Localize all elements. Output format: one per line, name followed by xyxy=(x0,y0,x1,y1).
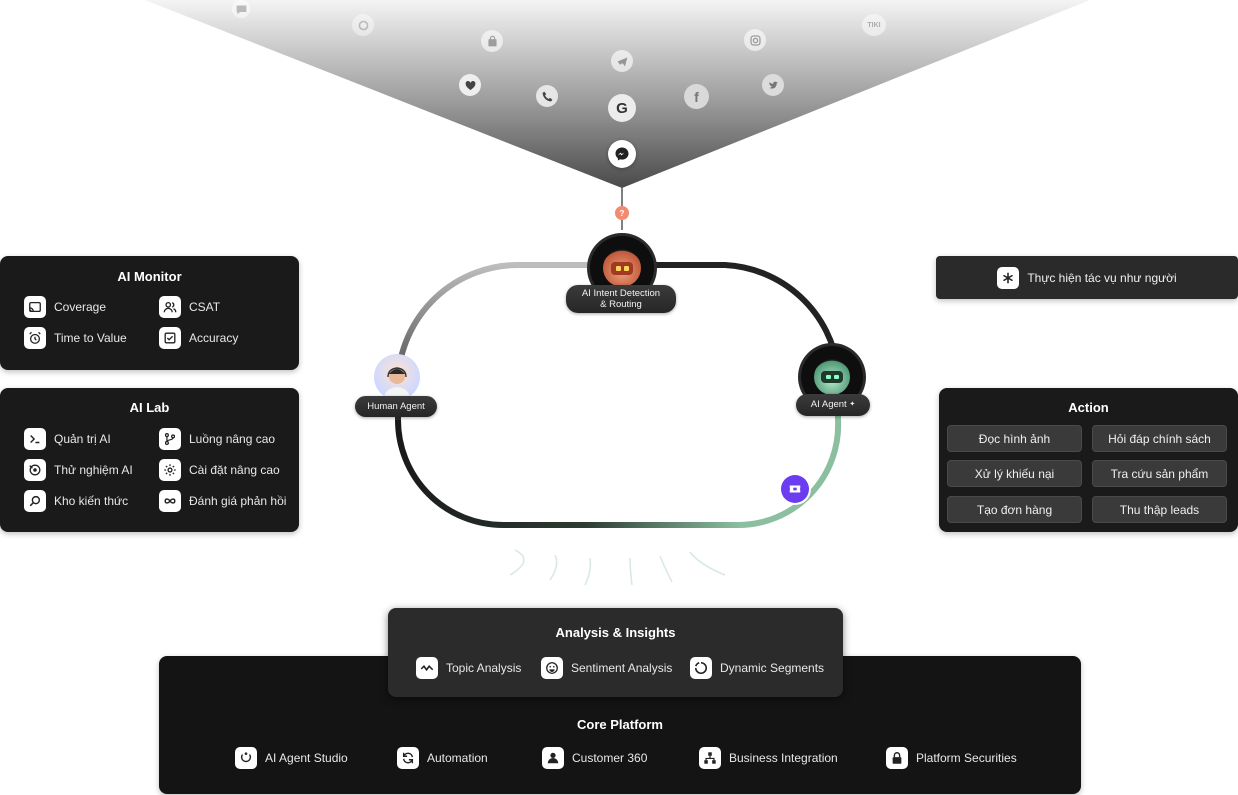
monitor-item-accuracy[interactable]: Accuracy xyxy=(159,327,238,349)
routing-question-badge: ? xyxy=(615,206,629,220)
action-chip-hoi-dap[interactable]: Hỏi đáp chính sách xyxy=(1092,425,1227,452)
ticket-icon xyxy=(781,475,809,503)
telegram-icon xyxy=(611,50,633,72)
checkbox-icon xyxy=(159,327,181,349)
twitter-icon xyxy=(762,74,784,96)
analysis-item-dynamic-segments[interactable]: Dynamic Segments xyxy=(690,657,824,679)
lock-icon xyxy=(886,747,908,769)
person-avatar-icon xyxy=(383,367,411,400)
human-like-task-panel[interactable]: Thực hiện tác vụ như người xyxy=(936,256,1238,299)
lab-item-danh-gia[interactable]: Đánh giá phản hồi xyxy=(159,490,286,512)
human-like-task-label: Thực hiện tác vụ như người xyxy=(1027,270,1177,285)
google-icon: G xyxy=(608,94,636,122)
chat-icon xyxy=(232,0,250,18)
asterisk-icon xyxy=(997,266,1020,289)
terminal-icon xyxy=(24,428,46,450)
monitor-item-time-to-value[interactable]: Time to Value xyxy=(24,327,127,349)
infinity-icon xyxy=(159,490,181,512)
ai-lab-panel: AI Lab Quản trị AI Luồng nâng cao Thử ng… xyxy=(0,388,299,532)
shopping-bag-icon xyxy=(481,30,503,52)
core-item-platform-securities[interactable]: Platform Securities xyxy=(886,747,1017,769)
phone-icon xyxy=(536,85,558,107)
core-platform-title: Core Platform xyxy=(577,717,663,732)
core-item-business-integration[interactable]: Business Integration xyxy=(699,747,838,769)
core-item-automation[interactable]: Automation xyxy=(397,747,488,769)
alarm-clock-icon xyxy=(24,327,46,349)
analysis-item-topic[interactable]: Topic Analysis xyxy=(416,657,521,679)
analysis-insights-panel: Analysis & Insights Topic Analysis Senti… xyxy=(388,608,843,697)
smile-icon xyxy=(541,657,563,679)
core-item-customer-360[interactable]: Customer 360 xyxy=(542,747,647,769)
network-icon xyxy=(699,747,721,769)
lab-item-quan-tri[interactable]: Quản trị AI xyxy=(24,428,111,450)
lab-item-thu-nghiem[interactable]: Thử nghiệm AI xyxy=(24,459,133,481)
instagram-icon xyxy=(744,29,766,51)
ai-agent-label: AI Agent ✦ xyxy=(796,394,870,416)
refresh-icon xyxy=(397,747,419,769)
core-platform-panel: Core Platform AI Agent Studio Automation… xyxy=(159,656,1081,794)
search-icon xyxy=(24,490,46,512)
experiment-icon xyxy=(24,459,46,481)
heart-icon xyxy=(459,74,481,96)
lab-item-cai-dat[interactable]: Cài đặt nâng cao xyxy=(159,459,280,481)
action-chip-tra-cuu[interactable]: Tra cứu sản phẩm xyxy=(1092,460,1227,487)
monitor-item-csat[interactable]: CSAT xyxy=(159,296,220,318)
tiki-icon: TIKI xyxy=(862,14,886,36)
facebook-icon: f xyxy=(684,84,709,109)
action-chip-tao-don[interactable]: Tạo đơn hàng xyxy=(947,496,1082,523)
action-panel: Action Đọc hình ảnh Hỏi đáp chính sách X… xyxy=(939,388,1238,532)
ai-monitor-title: AI Monitor xyxy=(117,269,182,284)
wave-icon xyxy=(416,657,438,679)
lab-item-kho-kien-thuc[interactable]: Kho kiến thức xyxy=(24,490,128,512)
human-agent-label: Human Agent xyxy=(355,396,437,417)
core-item-ai-agent-studio[interactable]: AI Agent Studio xyxy=(235,747,348,769)
messenger-icon xyxy=(608,140,636,168)
cast-icon xyxy=(24,296,46,318)
human-agent-avatar[interactable] xyxy=(374,354,420,400)
circle-icon xyxy=(352,14,374,36)
users-icon xyxy=(159,296,181,318)
sparkle-icon: ✦ xyxy=(849,401,856,408)
robot-green-icon xyxy=(814,359,850,395)
segments-icon xyxy=(690,657,712,679)
analysis-item-sentiment[interactable]: Sentiment Analysis xyxy=(541,657,672,679)
lab-item-luong[interactable]: Luồng nâng cao xyxy=(159,428,275,450)
monitor-item-coverage[interactable]: Coverage xyxy=(24,296,106,318)
robot-orange-icon xyxy=(603,249,641,287)
git-branch-icon xyxy=(159,428,181,450)
ai-intent-label: AI Intent Detection & Routing xyxy=(566,285,676,313)
analysis-title: Analysis & Insights xyxy=(555,625,676,640)
user-icon xyxy=(542,747,564,769)
action-chip-doc-hinh-anh[interactable]: Đọc hình ảnh xyxy=(947,425,1082,452)
ai-monitor-panel: AI Monitor Coverage CSAT Time to Value A… xyxy=(0,256,299,370)
settings-icon xyxy=(159,459,181,481)
ai-lab-title: AI Lab xyxy=(129,400,170,415)
action-title: Action xyxy=(1068,400,1109,415)
action-chip-xu-ly[interactable]: Xử lý khiếu nại xyxy=(947,460,1082,487)
action-chip-thu-thap[interactable]: Thu thập leads xyxy=(1092,496,1227,523)
studio-icon xyxy=(235,747,257,769)
